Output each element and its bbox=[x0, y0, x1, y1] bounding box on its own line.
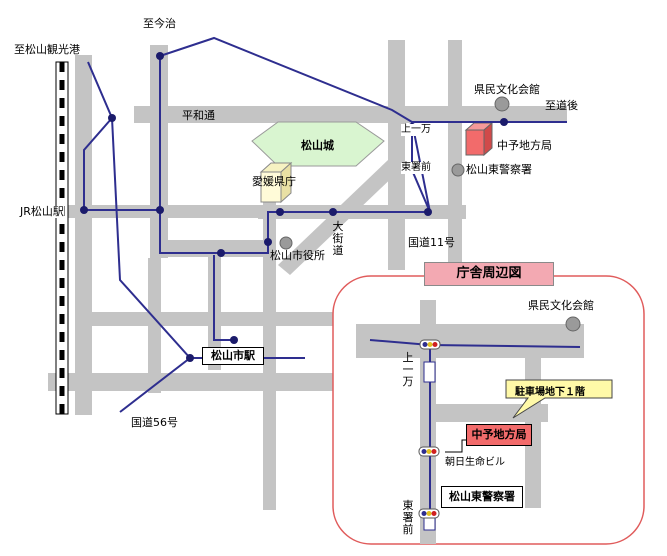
label-matsuyama-city-sta: 松山市駅 bbox=[202, 347, 264, 365]
inset-chuyo-office: 中予地方局 bbox=[466, 424, 532, 446]
city-hall-marker bbox=[279, 236, 293, 250]
label-shi-dogo: 至道後 bbox=[545, 99, 578, 112]
label-city-hall: 松山市役所 bbox=[270, 249, 325, 262]
label-jr-matsuyama-sta: JR松山駅 bbox=[20, 205, 64, 218]
stop-jr bbox=[80, 206, 88, 214]
label-heiwa-dori: 平和通 bbox=[182, 109, 215, 122]
stop-ichibancho-1 bbox=[276, 208, 284, 216]
inset-label-asahi-building: 朝日生命ビル bbox=[445, 457, 505, 468]
road-route56 bbox=[48, 373, 338, 391]
inset-label-parking: 駐車場地下１階 bbox=[515, 387, 585, 398]
label-kamiichiman-main: 上一万 bbox=[401, 124, 431, 136]
jr-railway bbox=[55, 61, 69, 415]
label-okaido: 大街道 bbox=[332, 220, 344, 257]
inset-kamiichiman-stop bbox=[423, 361, 436, 383]
label-higashi-shomae-main: 東署前 bbox=[401, 162, 431, 174]
stop-ring-west bbox=[156, 206, 164, 214]
higashi-police-marker bbox=[451, 163, 465, 177]
stop-north-west bbox=[108, 114, 116, 122]
label-shi-imaji: 至今治 bbox=[143, 17, 176, 30]
stop-east-1 bbox=[424, 208, 432, 216]
callout-bubble bbox=[505, 379, 613, 419]
stop-south-1 bbox=[217, 249, 225, 257]
label-matsuyama-castle: 松山城 bbox=[301, 139, 334, 152]
stop-city-sta bbox=[230, 336, 238, 344]
inset-higashi-police: 松山東警察署 bbox=[441, 486, 523, 508]
label-kenmin-bunka-main: 県民文化会館 bbox=[474, 83, 540, 96]
kenmin-bunka-marker bbox=[494, 96, 510, 112]
inset-title: 庁舎周辺図 bbox=[424, 262, 554, 286]
road-diagonal bbox=[278, 160, 400, 275]
stop-imaji bbox=[156, 52, 164, 60]
inset-label-higashi-shomae: 東署前 bbox=[402, 499, 414, 536]
inset-roads bbox=[356, 300, 584, 544]
inset-office-pointer bbox=[445, 439, 466, 453]
stop-okaido bbox=[329, 208, 337, 216]
road-center bbox=[263, 200, 276, 510]
label-ehime-pref-office: 愛媛県庁 bbox=[252, 175, 296, 188]
label-route56: 国道56号 bbox=[131, 416, 178, 429]
label-chuyo-office-main: 中予地方局 bbox=[497, 139, 552, 152]
road-ring-south bbox=[158, 240, 273, 257]
inset-signals bbox=[418, 339, 441, 519]
inset-label-kamiichiman: 上一万 bbox=[402, 351, 414, 388]
chuyo-office-building bbox=[464, 121, 494, 157]
label-route11: 国道11号 bbox=[408, 236, 455, 249]
label-shi-matsuyama-port: 至松山観光港 bbox=[14, 43, 80, 56]
label-higashi-police-main: 松山東警察署 bbox=[466, 163, 532, 176]
inset-kenmin-marker bbox=[565, 316, 581, 332]
road-west-2 bbox=[148, 258, 161, 393]
inset-label-kenmin-bunka: 県民文化会館 bbox=[528, 299, 594, 312]
road-west-vertical bbox=[75, 55, 92, 415]
stop-city-hall bbox=[264, 238, 272, 246]
road-north-mid bbox=[388, 40, 405, 270]
road-north-east bbox=[448, 40, 462, 270]
pref-office-building bbox=[259, 161, 293, 204]
stop-dogo-1 bbox=[500, 118, 508, 126]
stop-route56 bbox=[186, 354, 194, 362]
